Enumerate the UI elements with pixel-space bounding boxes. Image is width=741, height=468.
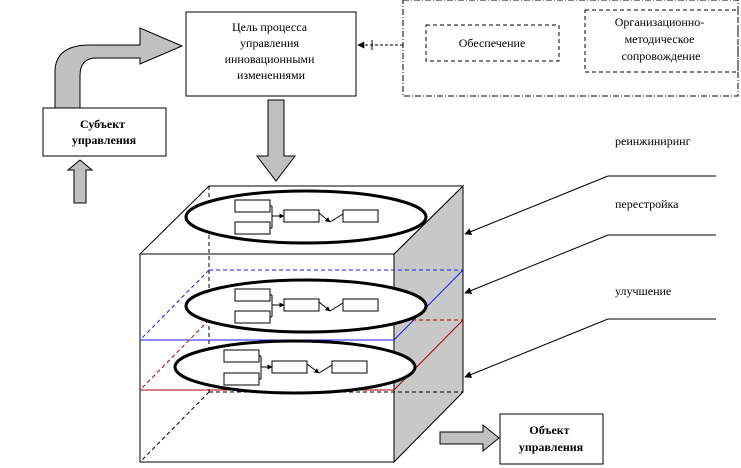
object-box (499, 413, 604, 465)
level-2-link-5 (318, 301, 331, 312)
level-3-block-a (223, 349, 260, 363)
reengineering-pointer (464, 175, 609, 235)
blue-plane-right (393, 269, 464, 341)
label-reengineering: реинжиниринг (615, 134, 691, 148)
blue-plane-left (139, 269, 210, 341)
level-1-block-b (234, 221, 271, 235)
level-2-link-6 (329, 302, 344, 312)
cube-hidden-edge-diag (139, 391, 210, 463)
provision-box (425, 24, 560, 62)
level-3-link-5 (306, 363, 320, 374)
org-method-line-1: Организационно- (615, 15, 705, 29)
level-1-block-d (342, 209, 379, 223)
level-1-link-5 (318, 212, 331, 223)
level-2-block-b (234, 310, 271, 324)
object-line-1: Объект (529, 423, 569, 437)
provision-label: Обеспечение (459, 36, 526, 50)
goal-line-2: управления (240, 36, 299, 50)
level-1-process (184, 189, 428, 245)
label-restructuring: перестройка (615, 197, 679, 211)
org-method-line-2: методическое (625, 32, 695, 46)
level-3-link-6 (318, 364, 333, 374)
goal-line-4: изменениями (237, 68, 306, 82)
subject-text: Субъект управления (72, 117, 137, 147)
improvement-pointer (464, 318, 609, 378)
goal-box (185, 11, 357, 97)
subject-line-2: управления (72, 133, 137, 147)
level-1-block-c (283, 209, 320, 223)
label-improvement: улучшение (615, 284, 671, 298)
level-3-block-b (223, 372, 260, 386)
subject-curved-arrow (54, 27, 184, 109)
level-1-link-6 (329, 213, 344, 223)
org-method-line-3: сопровождение (622, 49, 701, 63)
object-line-2: управления (519, 440, 584, 454)
subject-line-1: Субъект (80, 117, 125, 131)
level-2-block-c (283, 298, 320, 312)
object-input-arrow (439, 423, 500, 453)
level-1-block-a (234, 199, 271, 213)
restructuring-pointer (464, 234, 609, 294)
goal-down-arrow (255, 99, 297, 182)
level-2-block-d (342, 298, 379, 312)
goal-text: Цель процесса управления инновационными … (225, 20, 318, 82)
level-3-block-c (271, 360, 308, 374)
goal-line-3: инновационными (225, 52, 315, 66)
red-plane-left (139, 319, 210, 391)
object-text: Объект управления (519, 423, 584, 454)
subject-input-arrow (66, 159, 94, 204)
level-2-block-a (234, 288, 271, 302)
org-method-box (584, 9, 739, 73)
level-2-process (184, 278, 428, 334)
level-3-block-d (331, 360, 368, 374)
level-3-process (173, 339, 417, 395)
goal-line-1: Цель процесса (232, 20, 308, 34)
org-method-text: Организационно- методическое сопровожден… (615, 15, 708, 63)
subject-box (42, 107, 167, 157)
